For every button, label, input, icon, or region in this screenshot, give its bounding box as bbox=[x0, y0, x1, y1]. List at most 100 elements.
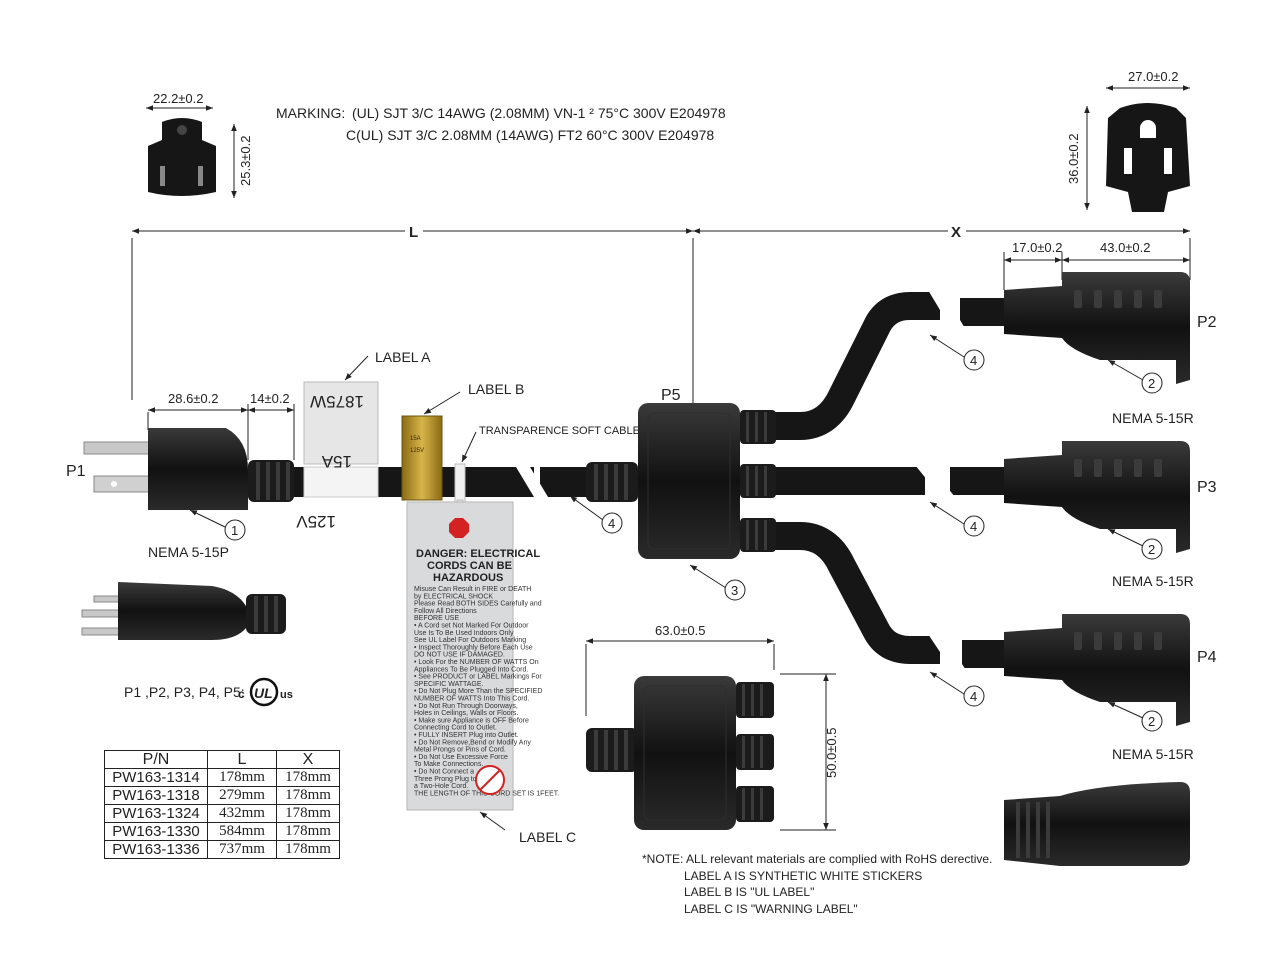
note-line-4: LABEL C IS "WARNING LABEL" bbox=[684, 902, 858, 916]
dim-L: L bbox=[409, 224, 418, 241]
p3-label: P3 bbox=[1197, 479, 1217, 496]
label-a-line-voltage: 125V bbox=[296, 512, 336, 531]
label-c-warning-tag: DANGER: ELECTRICAL CORDS CAN BE HAZARDOU… bbox=[406, 501, 576, 845]
table-row: PW163-1330 584mm 178mm bbox=[104, 822, 340, 841]
nema-plug-label: NEMA 5-15P bbox=[148, 544, 229, 560]
nema-r-label-p2: NEMA 5-15R bbox=[1112, 410, 1194, 426]
warning-body-line: To Make Connections. bbox=[414, 761, 483, 768]
dim-socket-height: 36.0±0.2 bbox=[1066, 133, 1081, 184]
warning-body-line: • Look For the NUMBER OF WATTS On bbox=[414, 659, 539, 666]
table-row: PW163-1324 432mm 178mm bbox=[104, 804, 340, 823]
callout-4-p3: 4 bbox=[970, 519, 977, 534]
warning-body-line: Appliances To Be Plugged Into Cord. bbox=[414, 666, 528, 673]
label-a-sticker: 125V 15A 1875W LABEL A bbox=[296, 349, 432, 531]
dim-socket-strain: 17.0±0.2 bbox=[1012, 240, 1063, 255]
warning-body-line: BEFORE USE bbox=[414, 615, 459, 622]
p1-face-view: 22.2±0.2 25.3±0.2 bbox=[146, 91, 253, 198]
warning-body-line: • Do Not Remove,Bend or Modify Any bbox=[414, 739, 531, 746]
warning-body-line: a Two-Hole Cord. bbox=[414, 783, 468, 790]
callout-3: 3 bbox=[731, 583, 738, 598]
cell-x: 178mm bbox=[276, 786, 340, 805]
p1-plug: 28.6±0.2 14±0.2 P1 1 NEMA 5-15P bbox=[66, 391, 295, 560]
cell-pn: PW163-1336 bbox=[104, 840, 208, 859]
cell-x: 178mm bbox=[276, 804, 340, 823]
socket-p2: 17.0±0.2 43.0±0.2 P2 2 4 NEMA 5-15R bbox=[929, 240, 1217, 426]
label-c-callout: LABEL C bbox=[519, 829, 576, 845]
label-a-line-watts: 1875W bbox=[310, 392, 364, 411]
marking-line-ul: (UL) SJT 3/C 14AWG (2.08MM) VN-1 ² 75°C … bbox=[352, 105, 726, 121]
cell-l: 178mm bbox=[207, 768, 277, 787]
dim-p1-plug-height: 25.3±0.2 bbox=[238, 135, 253, 186]
note-line-3: LABEL B IS "UL LABEL" bbox=[684, 885, 814, 899]
length-dimensions: L X bbox=[131, 224, 1191, 405]
cell-l: 737mm bbox=[207, 840, 277, 859]
warning-body-line: Three Prong Plug to bbox=[414, 776, 477, 783]
nema-r-label-p4: NEMA 5-15R bbox=[1112, 746, 1194, 762]
warning-body-line: • Do Not Use Excessive Force bbox=[414, 754, 508, 761]
warning-body-line: Holes in Ceilings, Walls or Floors. bbox=[414, 710, 518, 717]
warning-body-line: See UL Label For Outdoors Marking bbox=[414, 637, 526, 644]
callout-2-p2: 2 bbox=[1148, 376, 1155, 391]
warning-body-line: Please Read BOTH SIDES Carefully and bbox=[414, 601, 542, 608]
callout-4-p2: 4 bbox=[970, 353, 977, 368]
label-a-line-amps: 15A bbox=[321, 452, 352, 471]
warning-body-line: by ELECTRICAL SHOCK bbox=[414, 593, 493, 600]
cell-pn: PW163-1330 bbox=[104, 822, 208, 841]
callout-4-p4: 4 bbox=[970, 689, 977, 704]
warning-body-line: Follow All Directions bbox=[414, 608, 477, 615]
dim-p5-height: 50.0±0.5 bbox=[824, 727, 839, 778]
dim-socket-width: 27.0±0.2 bbox=[1128, 69, 1179, 84]
p1-label: P1 bbox=[66, 463, 86, 480]
header-pn: P/N bbox=[104, 750, 208, 769]
cell-x: 178mm bbox=[276, 822, 340, 841]
marking-label: MARKING: bbox=[276, 105, 345, 121]
warning-body-line: Use Is To Be Used Indoors Only bbox=[414, 630, 514, 637]
warning-body-line: • Do Not Run Through Doorways, bbox=[414, 703, 518, 710]
socket-side-detail bbox=[1004, 782, 1190, 866]
socket-face-view: 27.0±0.2 36.0±0.2 bbox=[1066, 69, 1190, 212]
cert-parts-text: P1 ,P2, P3, P4, P5: bbox=[124, 684, 245, 700]
dim-socket-body: 43.0±0.2 bbox=[1100, 240, 1151, 255]
cert-us: us bbox=[280, 689, 293, 701]
cert-c: c bbox=[238, 687, 245, 701]
warning-title-3: HAZARDOUS bbox=[433, 572, 503, 584]
cert-ul-mark: UL bbox=[254, 685, 273, 701]
callout-1: 1 bbox=[231, 523, 238, 538]
p4-label: P4 bbox=[1197, 649, 1217, 666]
notes-block: *NOTE: ALL relevant materials are compli… bbox=[642, 852, 992, 916]
p2-label: P2 bbox=[1197, 314, 1217, 331]
table-row: PW163-1318 279mm 178mm bbox=[104, 786, 340, 805]
label-a-callout: LABEL A bbox=[375, 349, 431, 365]
table-row: PW163-1314 178mm 178mm bbox=[104, 768, 340, 787]
cell-x: 178mm bbox=[276, 768, 340, 787]
table-header-row: P/N L X bbox=[104, 750, 340, 769]
socket-p4: P4 2 NEMA 5-15R bbox=[1004, 614, 1217, 762]
p5-hub: P5 3 bbox=[638, 387, 776, 601]
warning-body-line: • Make sure Appliance is OFF Before bbox=[414, 717, 529, 724]
ul-certification: P1 ,P2, P3, P4, P5: c UL us bbox=[124, 677, 293, 707]
warning-body-line: DO NOT USE IF DAMAGED. bbox=[414, 652, 505, 659]
p1-plug-3d bbox=[81, 582, 286, 640]
header-l: L bbox=[207, 750, 277, 769]
warning-body-line: Metal Prongs or Pins of Cord. bbox=[414, 747, 506, 754]
dim-p5-width: 63.0±0.5 bbox=[655, 623, 706, 638]
dim-p1-body: 28.6±0.2 bbox=[168, 391, 219, 406]
dim-p1-plug-width: 22.2±0.2 bbox=[153, 91, 204, 106]
cell-pn: PW163-1318 bbox=[104, 786, 208, 805]
cell-x: 178mm bbox=[276, 840, 340, 859]
warning-body-line: • Do Not Plug More Than the SPECIFIED bbox=[414, 688, 542, 695]
callout-2-p3: 2 bbox=[1148, 542, 1155, 557]
warning-body-line: • See PRODUCT or LABEL Markings For bbox=[414, 674, 542, 681]
break-marks bbox=[915, 290, 966, 670]
callout-4-main: 4 bbox=[608, 516, 615, 531]
branch-cables bbox=[774, 292, 1006, 668]
warning-title-1: DANGER: ELECTRICAL bbox=[416, 548, 540, 560]
warning-body-line: • Inspect Thoroughly Before Each Use bbox=[414, 644, 533, 651]
cell-l: 584mm bbox=[207, 822, 277, 841]
warning-title-2: CORDS CAN BE bbox=[427, 560, 512, 572]
warning-body-line: Misuse Can Result in FIRE or DEATH bbox=[414, 586, 531, 593]
warning-body-line: Connecting Cord to Outlet. bbox=[414, 725, 497, 732]
note-line-2: LABEL A IS SYNTHETIC WHITE STICKERS bbox=[684, 869, 922, 883]
